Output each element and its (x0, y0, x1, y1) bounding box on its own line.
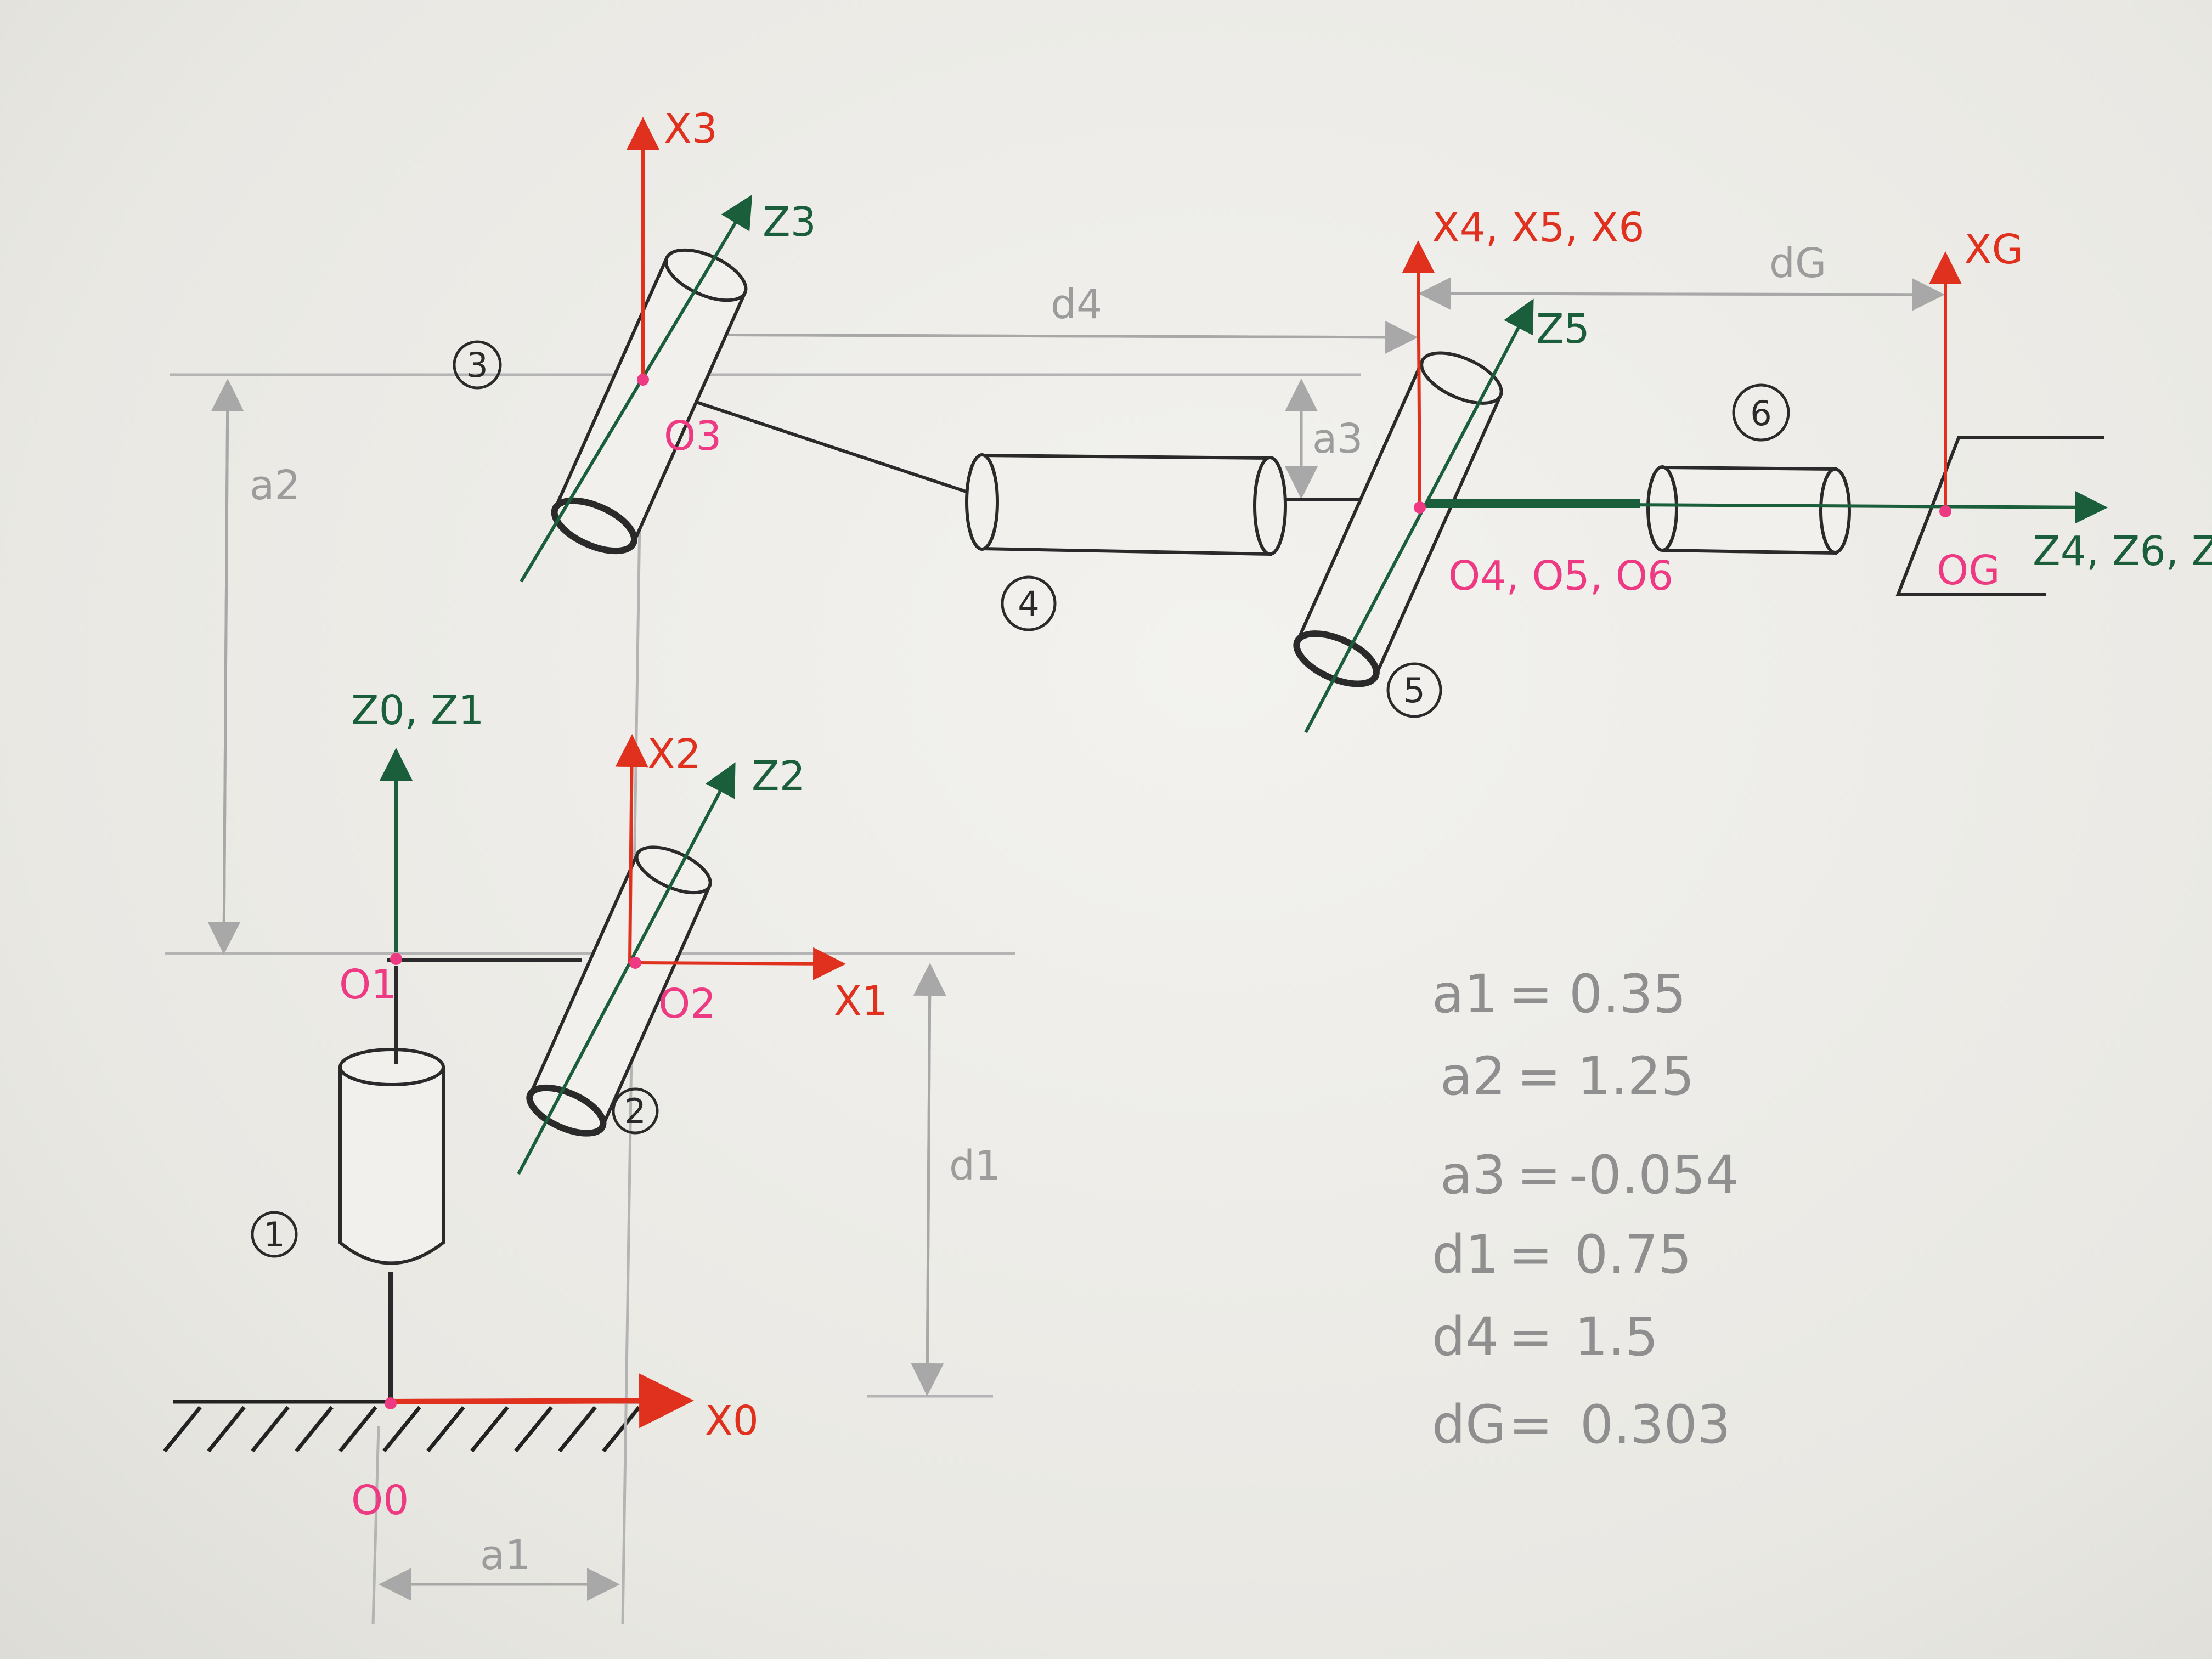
joint-5-label: 5 (1403, 670, 1425, 710)
dimension-d4 (647, 318, 1418, 354)
xg-label: XG (1964, 226, 2023, 273)
x4-x5-x6-axis (1402, 240, 1435, 508)
z4-z6-zg-label: Z4, Z6, ZG (2033, 528, 2212, 575)
param-name: d4 (1432, 1306, 1499, 1368)
joint-1-label: 1 (263, 1215, 285, 1255)
dg-label: dG (1769, 240, 1826, 287)
joint-1-cylinder (338, 1048, 445, 1265)
o0-label: O0 (351, 1477, 409, 1524)
z0-z1-label: Z0, Z1 (351, 687, 484, 734)
x3-label: X3 (664, 105, 718, 153)
param-value: 0.75 (1575, 1224, 1692, 1285)
x0-axis (390, 1373, 694, 1429)
joint-1-shaft (388, 966, 398, 1402)
joint-6-marker (1732, 383, 1790, 442)
z-axes (380, 194, 1534, 1175)
parameter-list: a1 = 0.35 a2 = 1.25 a3 = -0.054 d1 = 0.7… (1432, 963, 1739, 1455)
param-row: a2 = 1.25 (1440, 1046, 1695, 1107)
param-row: d4 = 1.5 (1432, 1306, 1658, 1368)
z2-label: Z2 (752, 753, 805, 800)
param-name: d1 (1432, 1224, 1499, 1285)
joint-4-cylinder (965, 453, 1287, 556)
z4-z6-zg-axis (1426, 490, 2108, 524)
param-name: dG (1432, 1394, 1506, 1455)
param-value: 0.303 (1580, 1394, 1731, 1455)
param-value: -0.054 (1569, 1144, 1739, 1206)
param-row: a1 = 0.35 (1432, 963, 1686, 1025)
dimension-a2 (207, 379, 244, 955)
x0-label: X0 (705, 1397, 759, 1444)
origin-dots (385, 374, 1951, 1409)
z5-axis (1304, 298, 1534, 733)
joint-6-cylinder (1646, 465, 1851, 555)
joint-3-marker (453, 340, 502, 390)
gripper-plane (1895, 436, 2104, 596)
dimension-dg (1418, 277, 1945, 311)
ground (163, 1400, 650, 1453)
x4-x5-x6-label: X4, X5, X6 (1432, 204, 1644, 251)
svg-text:=: = (1509, 963, 1553, 1025)
param-name: a1 (1432, 963, 1498, 1025)
dimension-d1 (911, 963, 946, 1396)
joint-4-marker (1001, 575, 1057, 631)
param-value: 1.5 (1575, 1306, 1658, 1368)
z5-label: Z5 (1536, 306, 1590, 353)
x-axes (390, 117, 1962, 1429)
param-value: 1.25 (1577, 1046, 1695, 1107)
svg-text:=: = (1509, 1306, 1553, 1368)
svg-text:=: = (1509, 1394, 1553, 1455)
joint-3-label: 3 (466, 345, 488, 385)
joint-6-label: 6 (1750, 393, 1771, 433)
param-row: dG = 0.303 (1432, 1394, 1731, 1455)
joint-5-cylinder (1293, 351, 1503, 687)
a2-label: a2 (250, 462, 300, 509)
z3-label: Z3 (763, 199, 816, 246)
d1-label: d1 (949, 1142, 1001, 1189)
o1-label: O1 (339, 961, 397, 1008)
joint-5-marker (1386, 662, 1442, 718)
d4-label: d4 (1051, 281, 1102, 328)
svg-text:=: = (1517, 1046, 1561, 1107)
joint-3-cylinder (551, 248, 748, 555)
joint-2-label: 2 (624, 1091, 646, 1131)
z2-axis (517, 762, 736, 1175)
svg-text:=: = (1509, 1224, 1553, 1285)
og-label: OG (1937, 547, 2000, 594)
svg-text:=: = (1517, 1144, 1561, 1206)
x2-label: X2 (647, 731, 701, 778)
joint-1-marker (251, 1211, 298, 1258)
x1-label: X1 (834, 978, 888, 1025)
a1-label: a1 (480, 1532, 531, 1579)
o2-label: O2 (658, 980, 716, 1028)
joint-2-marker (612, 1087, 659, 1135)
joint-2-cylinder (526, 845, 712, 1137)
param-name: a2 (1440, 1046, 1506, 1107)
param-name: a3 (1440, 1144, 1506, 1206)
x1-axis (635, 947, 846, 980)
a3-label: a3 (1312, 415, 1363, 462)
o3-label: O3 (664, 413, 721, 460)
z3-axis (520, 194, 753, 583)
joint-4-label: 4 (1018, 584, 1039, 624)
x2-axis (615, 734, 648, 963)
joint-markers (251, 340, 1790, 1258)
o4-o5-o6-label: O4, O5, O6 (1448, 552, 1673, 600)
param-row: a3 = -0.054 (1440, 1144, 1739, 1206)
param-value: 0.35 (1569, 963, 1686, 1025)
param-row: d1 = 0.75 (1432, 1224, 1692, 1285)
